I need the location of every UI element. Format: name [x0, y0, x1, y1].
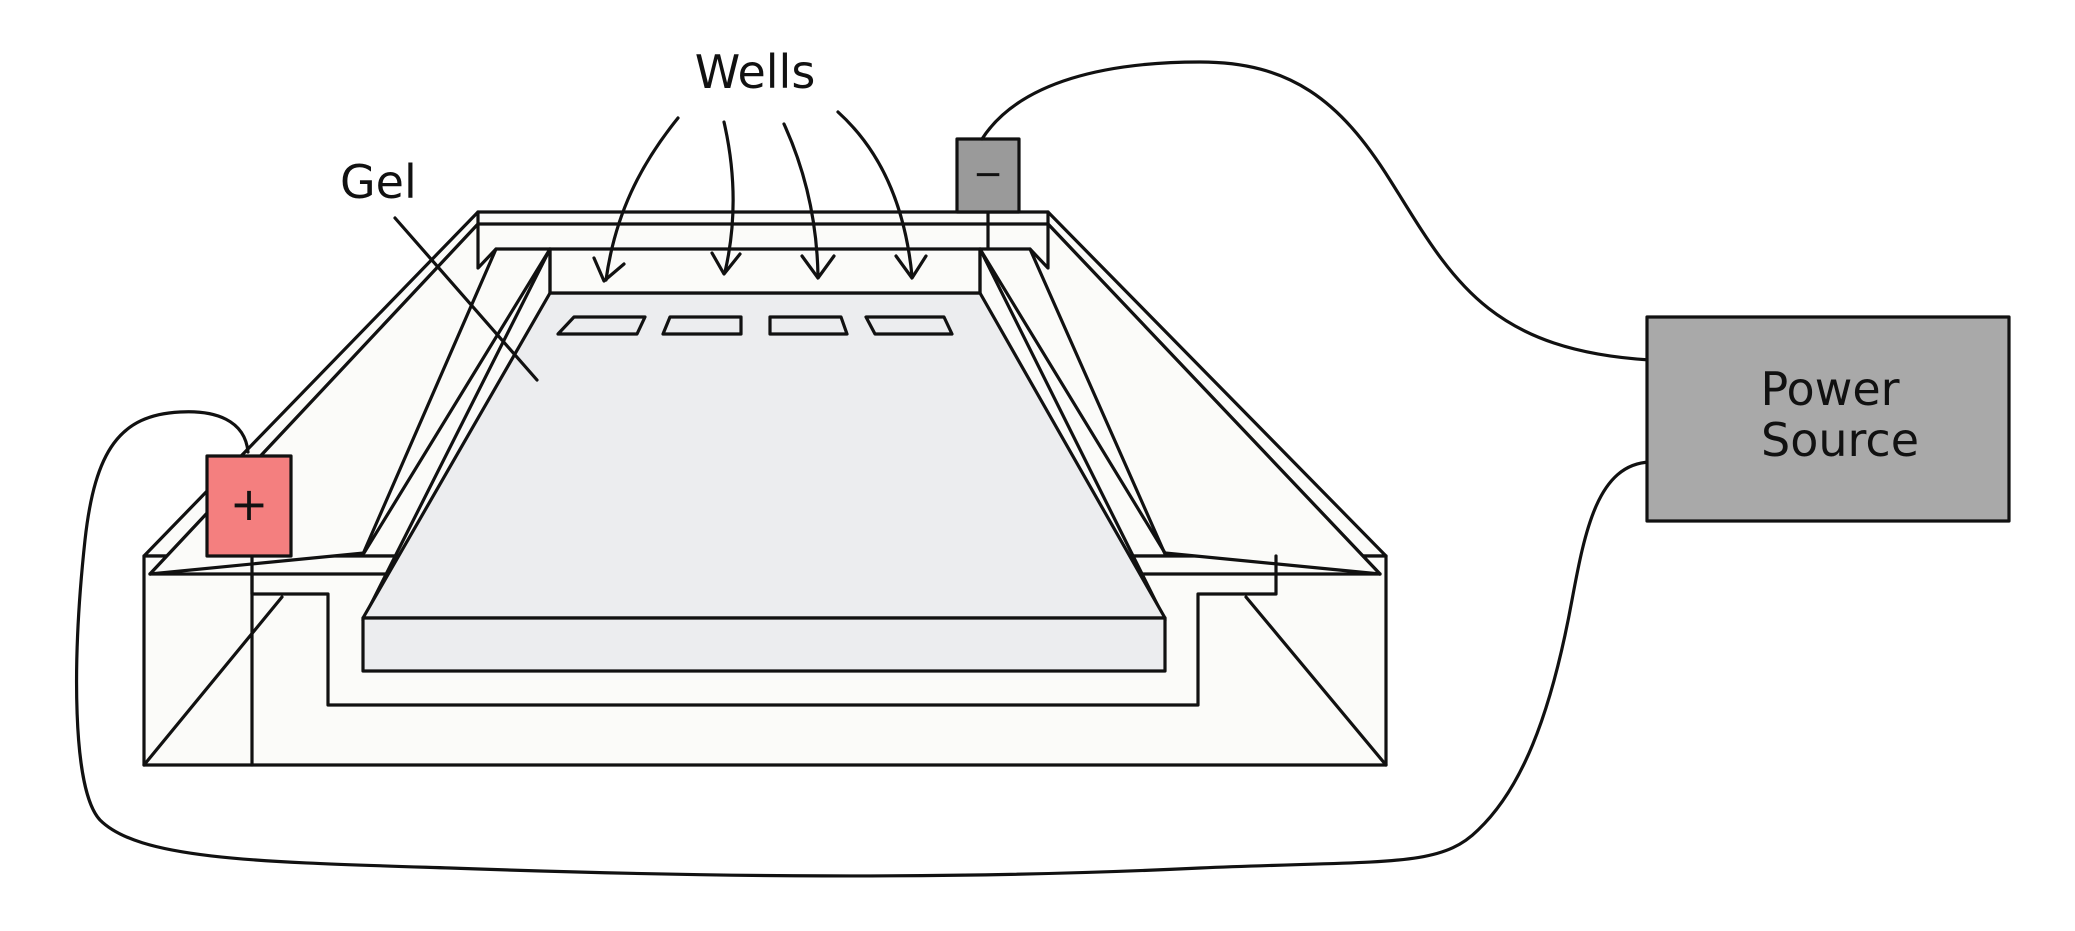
chamber-left-diagonal [142, 595, 284, 767]
negative-sign: − [973, 154, 1003, 195]
negative-lead-wire [980, 60, 1652, 362]
wells-group [556, 315, 954, 336]
negative-electrode-block [955, 137, 1021, 214]
wells-arrow-1 [604, 116, 680, 282]
power-source-label-line2: Source [1761, 413, 1919, 467]
wells-callout: Wells [592, 45, 928, 283]
gel-slab [361, 247, 1167, 673]
chamber-step-outline [250, 572, 1278, 707]
positive-sign: + [230, 477, 269, 531]
well-1 [556, 315, 647, 336]
wells-arrow-4 [836, 110, 914, 278]
chamber-right-diagonal [1244, 595, 1388, 767]
well-4 [864, 315, 954, 336]
positive-electrode-block [205, 454, 293, 558]
wells-arrow-2 [722, 120, 735, 274]
power-source-label-line1: Power [1760, 362, 1899, 416]
right-trough-wall-inner [978, 247, 1167, 622]
gel-label: Gel [340, 155, 417, 209]
wells-arrow-3 [782, 122, 820, 278]
positive-electrode: + [205, 454, 293, 767]
wells-arrow-4-head [894, 254, 928, 280]
left-trough-wall-outer [361, 247, 498, 556]
left-trough-wall-inner [361, 247, 552, 622]
positive-lead-wire [75, 410, 1652, 878]
wells-arrow-1-head [592, 256, 626, 283]
right-trough-wall-outer [1028, 247, 1167, 556]
power-source: Power Source [1645, 315, 2011, 523]
gel-pointer-line [393, 216, 539, 382]
wires [75, 60, 1652, 878]
power-source-box [1645, 315, 2011, 523]
well-2 [661, 315, 743, 336]
negative-electrode: − [955, 137, 1021, 251]
wells-arrow-3-head [800, 254, 836, 280]
wells-label: Wells [695, 45, 816, 99]
well-3 [768, 315, 849, 336]
wells-arrow-2-head [710, 251, 742, 276]
gel-front-face [361, 616, 1167, 673]
gel-callout: Gel [340, 155, 539, 382]
